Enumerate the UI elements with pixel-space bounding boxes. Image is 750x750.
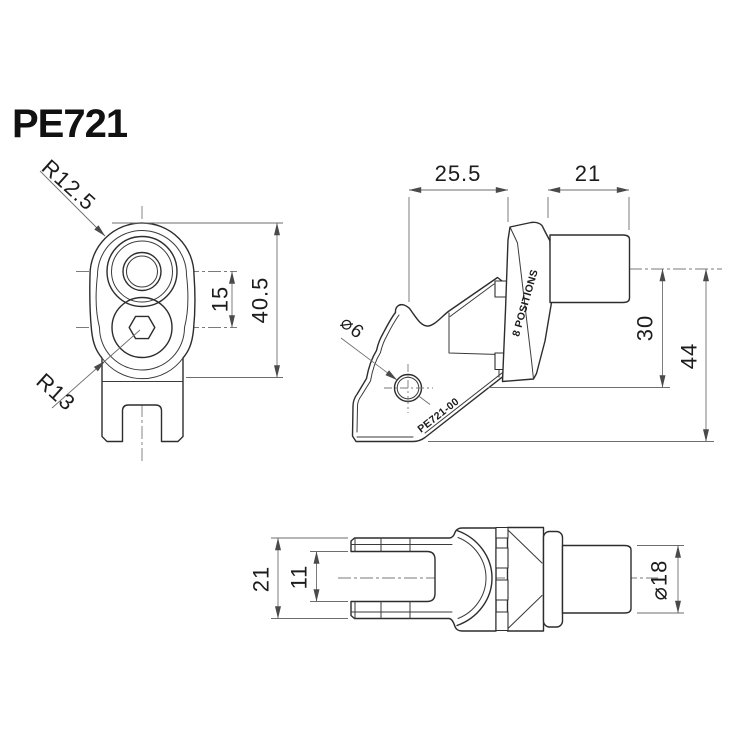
side-bracket-diagonal-inner-edge <box>424 362 516 434</box>
side-hole-dia-leader <box>340 337 398 381</box>
side-bracket-outline <box>351 276 520 443</box>
side-block-bevel-edges <box>509 226 534 380</box>
page-title: PE721 <box>12 102 128 146</box>
front-top-hole-chamfer-circle <box>126 255 158 288</box>
front-view: 15 40.5 R12.5 R13 <box>32 154 283 462</box>
bottom-tooth-3 <box>495 579 509 601</box>
front-radius-bottom-leader <box>51 360 106 409</box>
front-counterbore-circle <box>106 235 178 308</box>
front-hole-spacing-dim: 15 <box>208 286 233 312</box>
bottom-tooth-1 <box>495 526 509 539</box>
front-top-hole-circle <box>122 251 162 292</box>
side-bracket-width-dim: 25.5 <box>435 161 482 186</box>
bottom-shaft-dia-dim: ⌀18 <box>647 560 672 601</box>
front-inner-contour <box>95 230 189 371</box>
bottom-slot-dim: 11 <box>287 565 312 590</box>
bottom-serrated-disc <box>506 526 545 632</box>
bottom-dome-outer-arc <box>456 529 493 627</box>
bottom-dome-inner-arc <box>457 537 487 619</box>
front-bolt-head-circle <box>111 296 173 359</box>
side-block-corner-edge <box>541 225 547 234</box>
bottom-fork-outline <box>350 527 497 632</box>
bottom-shaft <box>561 544 632 614</box>
front-radius-bottom-label: R13 <box>32 368 81 416</box>
bottom-tooth-2 <box>495 547 509 569</box>
front-radius-top-leader <box>39 170 106 237</box>
front-counterbore-inner-circle <box>111 240 173 303</box>
bottom-boss <box>542 530 564 628</box>
front-body-bottom-arc <box>101 357 184 380</box>
side-hole-dia-label: ⌀6 <box>336 312 368 343</box>
front-height-dim: 40.5 <box>248 277 273 324</box>
bottom-disc-bevel-top <box>507 529 543 564</box>
bottom-tooth-4 <box>495 611 509 632</box>
front-radius-top-label: R12.5 <box>37 154 101 215</box>
side-center-mount-dim: 30 <box>633 315 658 341</box>
bottom-disc-bevel-bottom <box>507 595 543 629</box>
side-shaft <box>549 234 631 304</box>
front-radius-bottom-leader-tail <box>104 329 141 362</box>
side-hole-dia-leader-tail <box>418 395 431 405</box>
side-center-bottom-dim: 44 <box>677 343 702 369</box>
side-bracket-top-inner-edge <box>449 283 495 317</box>
side-peg-length-dim: 21 <box>575 161 601 186</box>
bottom-fork-width-dim: 21 <box>249 566 274 592</box>
side-view: 8 POSITIONS ⌀6 PE721-00 25.5 21 30 44 <box>336 161 722 443</box>
bottom-view: 21 11 ⌀18 <box>249 526 684 632</box>
side-bracket-thickness-edge <box>356 314 400 433</box>
front-hex-socket <box>128 315 156 340</box>
